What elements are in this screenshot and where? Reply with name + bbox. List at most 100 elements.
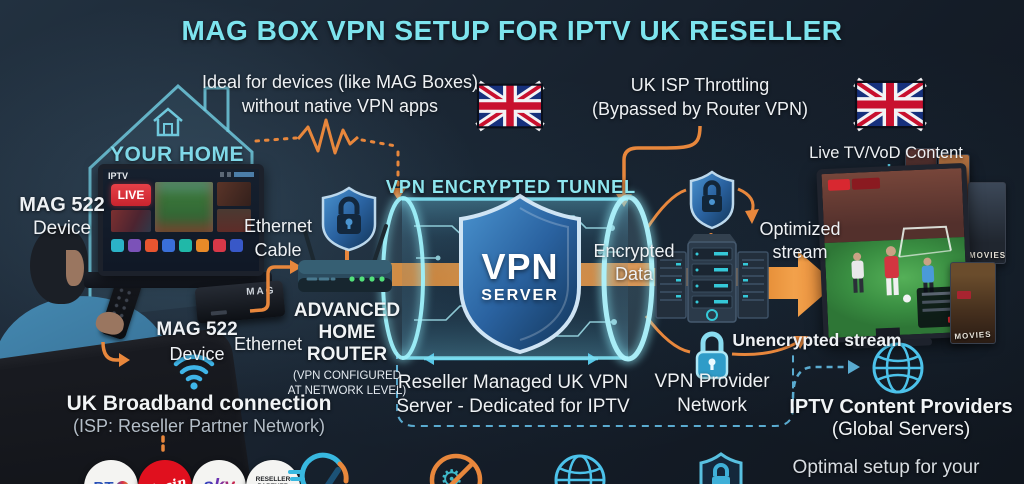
router-note-1: (VPN CONFIGURED xyxy=(293,370,401,382)
throttling-annotation: UK ISP Throttling (Bypassed by Router VP… xyxy=(592,73,808,121)
vpn-server-text: VPN SERVER xyxy=(481,248,559,306)
wifi-icon xyxy=(173,354,215,390)
goal-lines xyxy=(898,225,952,258)
encrypted-line-2: Data xyxy=(614,264,654,284)
stream-block-arrow xyxy=(752,251,836,317)
throttle-zigzag xyxy=(254,118,406,200)
tv-screen: IPTV LIVE xyxy=(103,169,259,271)
content-providers-label: IPTV Content Providers (Global Servers) xyxy=(789,396,1012,441)
broadband-subtitle: (ISP: Reseller Partner Network) xyxy=(72,416,326,436)
uk-flag-icon-2 xyxy=(853,77,927,132)
uk-flag-icon xyxy=(475,80,545,132)
server-rack xyxy=(655,234,769,323)
home-icon xyxy=(153,107,183,137)
encrypted-line-1: Encrypted xyxy=(593,241,675,261)
mag-box-caption: MAG 522 Device xyxy=(156,318,237,366)
tile-football xyxy=(155,182,213,232)
vpn-server-shield xyxy=(459,193,581,355)
optimized-line-2: stream xyxy=(772,242,828,262)
tile-stadium xyxy=(217,209,251,232)
live-badge: LIVE xyxy=(111,184,151,206)
providers-line-2: (Global Servers) xyxy=(831,419,971,440)
app-icon-2 xyxy=(128,239,141,252)
mag-box-caption-line-2: Device xyxy=(169,344,225,364)
broadband-elbow xyxy=(101,341,130,367)
provider-line-1: VPN Provider xyxy=(654,371,770,392)
ideal-line-1: Ideal for devices (like MAG Boxes) xyxy=(201,72,479,92)
tv-status-icons xyxy=(220,172,254,177)
ideal-line-2: without native VPN apps xyxy=(241,96,439,116)
tile-movie xyxy=(217,182,251,206)
speedometer-icon xyxy=(288,452,349,484)
mag-device-line-1: MAG 522 xyxy=(19,194,105,216)
reseller-logo-text: RESELLER PARTNER NETWORK xyxy=(255,475,291,484)
app-icon-4 xyxy=(162,239,175,252)
tv-left: IPTV LIVE xyxy=(98,164,264,276)
router-line-1: ADVANCED xyxy=(293,300,401,321)
vpn-provider-label: VPN Provider Network xyxy=(654,370,769,418)
providers-line-1: IPTV Content Providers xyxy=(789,396,1013,418)
app-icon-8 xyxy=(230,239,243,252)
poster-movies-label: MOVIES xyxy=(969,251,1007,260)
no-gear-icon: ⚙ xyxy=(428,452,484,484)
poster-3: MOVIES xyxy=(968,182,1006,264)
poster-red-strip xyxy=(957,291,971,299)
app-icon-3 xyxy=(145,239,158,252)
poster-movies-label-2: MOVIES xyxy=(954,329,992,342)
throttling-line-1: UK ISP Throttling xyxy=(630,75,770,95)
home-router xyxy=(298,224,392,292)
sky-logo-text: sky xyxy=(203,476,235,484)
optimized-stream-label: Optimized stream xyxy=(759,218,840,264)
ethernet-cable-line-2: Cable xyxy=(254,240,302,260)
tile-player xyxy=(111,210,151,232)
provider-dashed-box xyxy=(396,352,794,427)
ethernet-label: Ethernet xyxy=(233,334,303,354)
live-tv-vod-label: Live TV/VoD Content xyxy=(809,144,963,162)
ideal-annotation: Ideal for devices (like MAG Boxes) witho… xyxy=(202,70,478,118)
virgin-logo-text: Virgin xyxy=(141,474,188,484)
tunnel-caption: Reseller Managed UK VPN Server - Dedicat… xyxy=(396,371,629,419)
throttling-line-2: (Bypassed by Router VPN) xyxy=(591,99,809,119)
poster-4: MOVIES xyxy=(950,262,996,344)
broadband-title: UK Broadband connection xyxy=(66,392,332,415)
ethernet-cable-line xyxy=(249,260,302,313)
bt-globe-dot xyxy=(115,480,129,484)
page-title: MAG BOX VPN SETUP FOR IPTV UK RESELLER xyxy=(181,15,843,46)
match-badge-live xyxy=(827,178,851,191)
media-shelf xyxy=(84,272,272,288)
router-line-3: ROUTER xyxy=(306,344,388,365)
tv-right xyxy=(816,162,974,344)
provider-line-2: Network xyxy=(677,395,747,416)
shield-lock-icon-bottom xyxy=(699,452,743,484)
bt-logo-text: BT xyxy=(94,479,114,484)
person-face xyxy=(66,250,84,286)
unencrypted-stream-label: Unencrypted stream xyxy=(732,330,902,350)
server-shield-lock-icon xyxy=(689,170,735,230)
app-icon-6 xyxy=(196,239,209,252)
house-chimney xyxy=(203,86,230,132)
tunnel-caption-line-2: Server - Dedicated for IPTV xyxy=(396,396,630,417)
your-home-label: YOUR HOME xyxy=(109,143,245,166)
app-icon-5 xyxy=(179,239,192,252)
tv-brand-label: IPTV xyxy=(108,171,129,181)
app-icon-1 xyxy=(111,239,124,252)
router-note-2: AT NETWORK LEVEL) xyxy=(287,385,407,397)
app-icon-7 xyxy=(213,239,226,252)
padlock-icon xyxy=(695,331,729,380)
optimized-line-1: Optimized xyxy=(759,219,841,239)
vpn-label: VPN xyxy=(481,246,559,287)
router-shield-lock-icon xyxy=(321,186,377,252)
tunnel-label: VPN ENCRYPTED TUNNEL xyxy=(385,177,637,197)
server-label: SERVER xyxy=(481,287,559,304)
optimal-setup-label: Optimal setup for your xyxy=(792,457,980,478)
mag-device-label: MAG 522 Device xyxy=(19,193,105,241)
match-badge-video xyxy=(851,177,881,190)
mag-box-caption-line-1: MAG 522 xyxy=(156,319,238,340)
ethernet-cable-line-1: Ethernet xyxy=(243,216,313,236)
globe-dashed-arrow xyxy=(791,360,860,399)
tunnel-caption-line-1: Reseller Managed UK VPN xyxy=(397,372,629,393)
mag-device-line-2: Device xyxy=(32,218,92,239)
globe-icon-bottom xyxy=(554,454,606,484)
router-line-2: HOME xyxy=(318,322,376,343)
